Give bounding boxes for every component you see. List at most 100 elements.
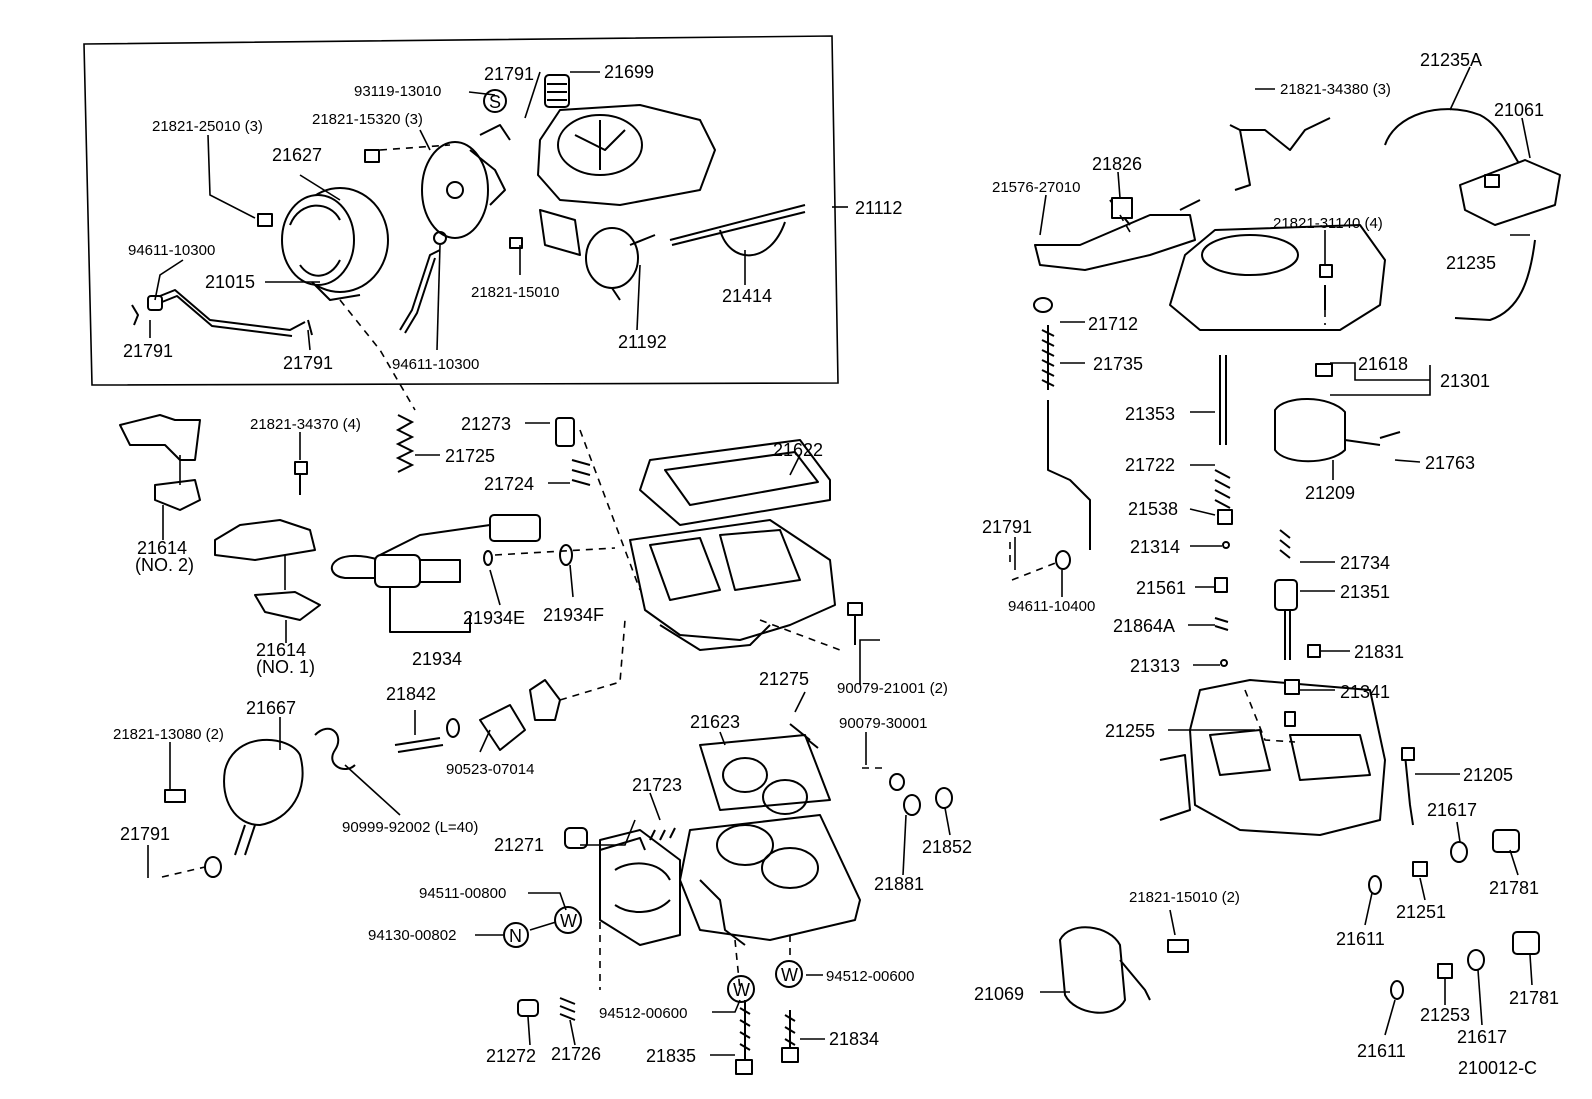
- label-21255: 21255: [1105, 721, 1155, 741]
- label-21723: 21723: [632, 775, 682, 795]
- label-21821-15320: 21821-15320 (3): [312, 111, 423, 128]
- label-90999-92002: 90999-92002 (L=40): [342, 819, 478, 836]
- float-bowl-right: [1159, 679, 1386, 836]
- label-21934F: 21934F: [543, 605, 604, 625]
- throttle-linkage: [599, 829, 746, 946]
- label-21667: 21667: [246, 698, 296, 718]
- circle-letter-w-b: W: [733, 980, 750, 1000]
- label-21725: 21725: [445, 446, 495, 466]
- actuator-21192-part: [539, 209, 656, 301]
- circle-letter-w-a: W: [560, 911, 577, 931]
- label-21826: 21826: [1092, 154, 1142, 174]
- label-21835: 21835: [646, 1046, 696, 1066]
- label-21791-a: 21791: [123, 341, 173, 361]
- label-21627: 21627: [272, 145, 322, 165]
- label-21791-top: 21791: [484, 64, 534, 84]
- label-21275: 21275: [759, 669, 809, 689]
- label-21271: 21271: [494, 835, 544, 855]
- label-94611-10300-b: 94611-10300: [392, 356, 479, 373]
- label-21617-b: 21617: [1457, 1027, 1507, 1047]
- solenoid-21069: [1059, 926, 1151, 1014]
- circle-letter-s: S: [489, 92, 501, 112]
- label-21611-b: 21611: [1357, 1041, 1406, 1061]
- label-94611-10300-a: 94611-10300: [128, 242, 215, 259]
- label-21724: 21724: [484, 474, 534, 494]
- label-94611-10400: 94611-10400: [1008, 598, 1095, 615]
- label-21781-b: 21781: [1509, 988, 1559, 1008]
- label-21614-no1: 21614: [256, 640, 306, 660]
- label-21781-a: 21781: [1489, 878, 1539, 898]
- label-21112: 21112: [855, 198, 902, 218]
- label-21791-d: 21791: [982, 517, 1032, 537]
- label-93119-13010: 93119-13010: [354, 83, 441, 100]
- label-21864A: 21864A: [1113, 616, 1175, 636]
- label-90523-07014: 90523-07014: [446, 761, 534, 778]
- label-21712: 21712: [1088, 314, 1138, 334]
- label-21735: 21735: [1093, 354, 1143, 374]
- diagram-id: 210012-C: [1458, 1058, 1537, 1078]
- vacuum-switch-21061: [1459, 159, 1561, 226]
- label-94130-00802: 94130-00802: [368, 927, 456, 944]
- carburetor-body-center: [629, 519, 836, 651]
- label-21414: 21414: [722, 286, 772, 306]
- gasket-21622: [639, 439, 831, 526]
- air-horn-right: [1169, 224, 1386, 331]
- choke-diaphragm-part: [281, 187, 389, 301]
- label-21831: 21831: [1354, 642, 1404, 662]
- label-21791-b: 21791: [283, 353, 333, 373]
- label-94512-00600-b: 94512-00600: [826, 968, 914, 985]
- bracket-21821-34380: [1229, 117, 1331, 191]
- hose-21235A: [1384, 108, 1521, 166]
- throttle-body: [679, 814, 861, 941]
- label-21272: 21272: [486, 1046, 536, 1066]
- choke-housing-part: [421, 124, 511, 239]
- sensor-21614-no1: [214, 519, 321, 621]
- label-21842: 21842: [386, 684, 436, 704]
- label-21314: 21314: [1130, 537, 1180, 557]
- label-21821-15010-2: 21821-15010 (2): [1129, 889, 1240, 906]
- label-21722: 21722: [1125, 455, 1175, 475]
- label-21699: 21699: [604, 62, 654, 82]
- label-21061: 21061: [1494, 100, 1544, 120]
- label-21273: 21273: [461, 414, 511, 434]
- label-21351: 21351: [1340, 582, 1390, 602]
- solenoid-21934: [330, 514, 541, 633]
- label-21015: 21015: [205, 272, 255, 292]
- label-21313: 21313: [1130, 656, 1180, 676]
- label-21301: 21301: [1440, 371, 1490, 391]
- label-21614-no2: 21614: [137, 538, 187, 558]
- label-21251: 21251: [1396, 902, 1446, 922]
- label-21791-c: 21791: [120, 824, 170, 844]
- label-21821-34370: 21821-34370 (4): [250, 416, 361, 433]
- label-21069: 21069: [974, 984, 1024, 1004]
- throttle-body-gasket: [699, 734, 831, 815]
- label-21611-a: 21611: [1336, 929, 1385, 949]
- label-21235A: 21235A: [1420, 50, 1482, 70]
- label-21763: 21763: [1425, 453, 1475, 473]
- label-21734: 21734: [1340, 553, 1390, 573]
- label-21561: 21561: [1136, 578, 1186, 598]
- label-94512-00600-a: 94512-00600: [599, 1005, 687, 1022]
- circle-letter-n: N: [509, 926, 522, 946]
- label-21614-no1-note: (NO. 1): [256, 657, 315, 677]
- sensor-21614-no2: [119, 414, 201, 511]
- float-21209: [1274, 398, 1401, 463]
- air-horn-part: [537, 74, 716, 206]
- label-21821-34380: 21821-34380 (3): [1280, 81, 1391, 98]
- label-94511-00800: 94511-00800: [419, 885, 506, 902]
- label-21934: 21934: [412, 649, 462, 669]
- label-90079-30001: 90079-30001: [839, 715, 927, 732]
- assembly-frame-21112: [83, 35, 839, 386]
- label-21576-27010: 21576-27010: [992, 179, 1080, 196]
- label-21726: 21726: [551, 1044, 601, 1064]
- label-21821-13080: 21821-13080 (2): [113, 726, 224, 743]
- label-21341: 21341: [1340, 682, 1390, 702]
- label-21821-15010: 21821-15010: [471, 284, 559, 301]
- label-21353: 21353: [1125, 404, 1175, 424]
- circle-letter-w-c: W: [781, 965, 798, 985]
- hose-21235: [1454, 239, 1536, 322]
- label-21617-a: 21617: [1427, 800, 1477, 820]
- label-21852: 21852: [922, 837, 972, 857]
- label-21618: 21618: [1358, 354, 1408, 374]
